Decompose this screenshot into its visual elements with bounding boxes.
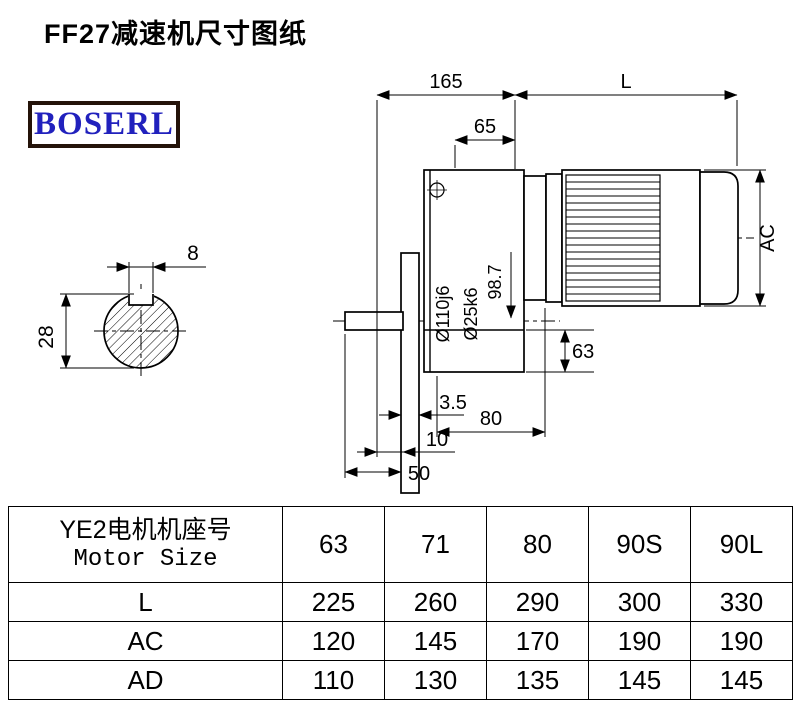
page-title: FF27减速机尺寸图纸 bbox=[44, 19, 308, 49]
dim-63-label: 63 bbox=[572, 341, 594, 363]
brand-logo-box: BOSERL bbox=[28, 101, 180, 148]
shaft-section-view: 8 28 bbox=[35, 242, 206, 378]
dim-65-label: 65 bbox=[474, 116, 496, 138]
cell-L-90L: 330 bbox=[690, 582, 793, 622]
dim-3-5-label: 3.5 bbox=[439, 392, 467, 414]
cell-AC-90L: 190 bbox=[690, 621, 793, 661]
motor-size-table: YE2电机机座号 Motor Size 63 71 80 90S 90L L 2… bbox=[8, 506, 793, 700]
table-row-AD: AD 110 130 135 145 145 bbox=[8, 660, 793, 700]
cell-AC-90S: 190 bbox=[588, 621, 691, 661]
motor-fins bbox=[566, 181, 660, 295]
keyway-notch bbox=[128, 294, 154, 306]
dim-AC-label: AC bbox=[757, 224, 779, 252]
row-label-AC: AC bbox=[8, 621, 283, 661]
header-frame-71: 71 bbox=[384, 506, 487, 583]
dimension-annotations: 165 L 65 AC 98.7 Ø110j6 Ø25k6 63 bbox=[344, 71, 779, 485]
cell-AD-71: 130 bbox=[384, 660, 487, 700]
header-frame-80: 80 bbox=[486, 506, 589, 583]
cell-AC-63: 120 bbox=[282, 621, 385, 661]
cell-AD-63: 110 bbox=[282, 660, 385, 700]
cell-AD-90L: 145 bbox=[690, 660, 793, 700]
cell-L-90S: 300 bbox=[588, 582, 691, 622]
output-shaft bbox=[344, 311, 404, 331]
dimension-drawing: 8 28 bbox=[35, 71, 779, 494]
cell-L-63: 225 bbox=[282, 582, 385, 622]
header-motor-size-en: Motor Size bbox=[73, 546, 218, 574]
header-frame-90L: 90L bbox=[690, 506, 793, 583]
row-label-L: L bbox=[8, 582, 283, 622]
dim-98-7-label: 98.7 bbox=[485, 264, 505, 299]
cell-AD-80: 135 bbox=[486, 660, 589, 700]
cell-AC-71: 145 bbox=[384, 621, 487, 661]
motor-adapter bbox=[523, 175, 547, 301]
dim-10-label: 10 bbox=[426, 429, 448, 451]
row-label-AD: AD bbox=[8, 660, 283, 700]
fan-cover bbox=[699, 171, 739, 305]
dim-key-width-label: 8 bbox=[187, 242, 199, 265]
gear-housing bbox=[423, 169, 525, 373]
dim-flange-spigot-label: Ø110j6 bbox=[433, 286, 453, 343]
dim-165-label: 165 bbox=[429, 71, 462, 93]
table-row-L: L 225 260 290 300 330 bbox=[8, 582, 793, 622]
dim-section-height-label: 28 bbox=[35, 325, 58, 348]
header-frame-63: 63 bbox=[282, 506, 385, 583]
header-frame-90S: 90S bbox=[588, 506, 691, 583]
table-header-row: YE2电机机座号 Motor Size 63 71 80 90S 90L bbox=[8, 506, 793, 583]
cell-AC-80: 170 bbox=[486, 621, 589, 661]
cell-AD-90S: 145 bbox=[588, 660, 691, 700]
brand-text: BOSERL bbox=[34, 106, 174, 142]
dim-50-label: 50 bbox=[408, 463, 430, 485]
dim-shaft-dia-label: Ø25k6 bbox=[461, 287, 481, 340]
cell-L-71: 260 bbox=[384, 582, 487, 622]
header-motor-size: YE2电机机座号 Motor Size bbox=[8, 506, 283, 583]
output-flange bbox=[400, 252, 420, 494]
cell-L-80: 290 bbox=[486, 582, 589, 622]
table-row-AC: AC 120 145 170 190 190 bbox=[8, 621, 793, 661]
motor-flange bbox=[545, 173, 563, 303]
gear-unit-view bbox=[333, 169, 754, 494]
dim-80-label: 80 bbox=[480, 408, 502, 430]
header-motor-size-cn: YE2电机机座号 bbox=[59, 515, 232, 544]
dim-L-label: L bbox=[620, 71, 631, 93]
